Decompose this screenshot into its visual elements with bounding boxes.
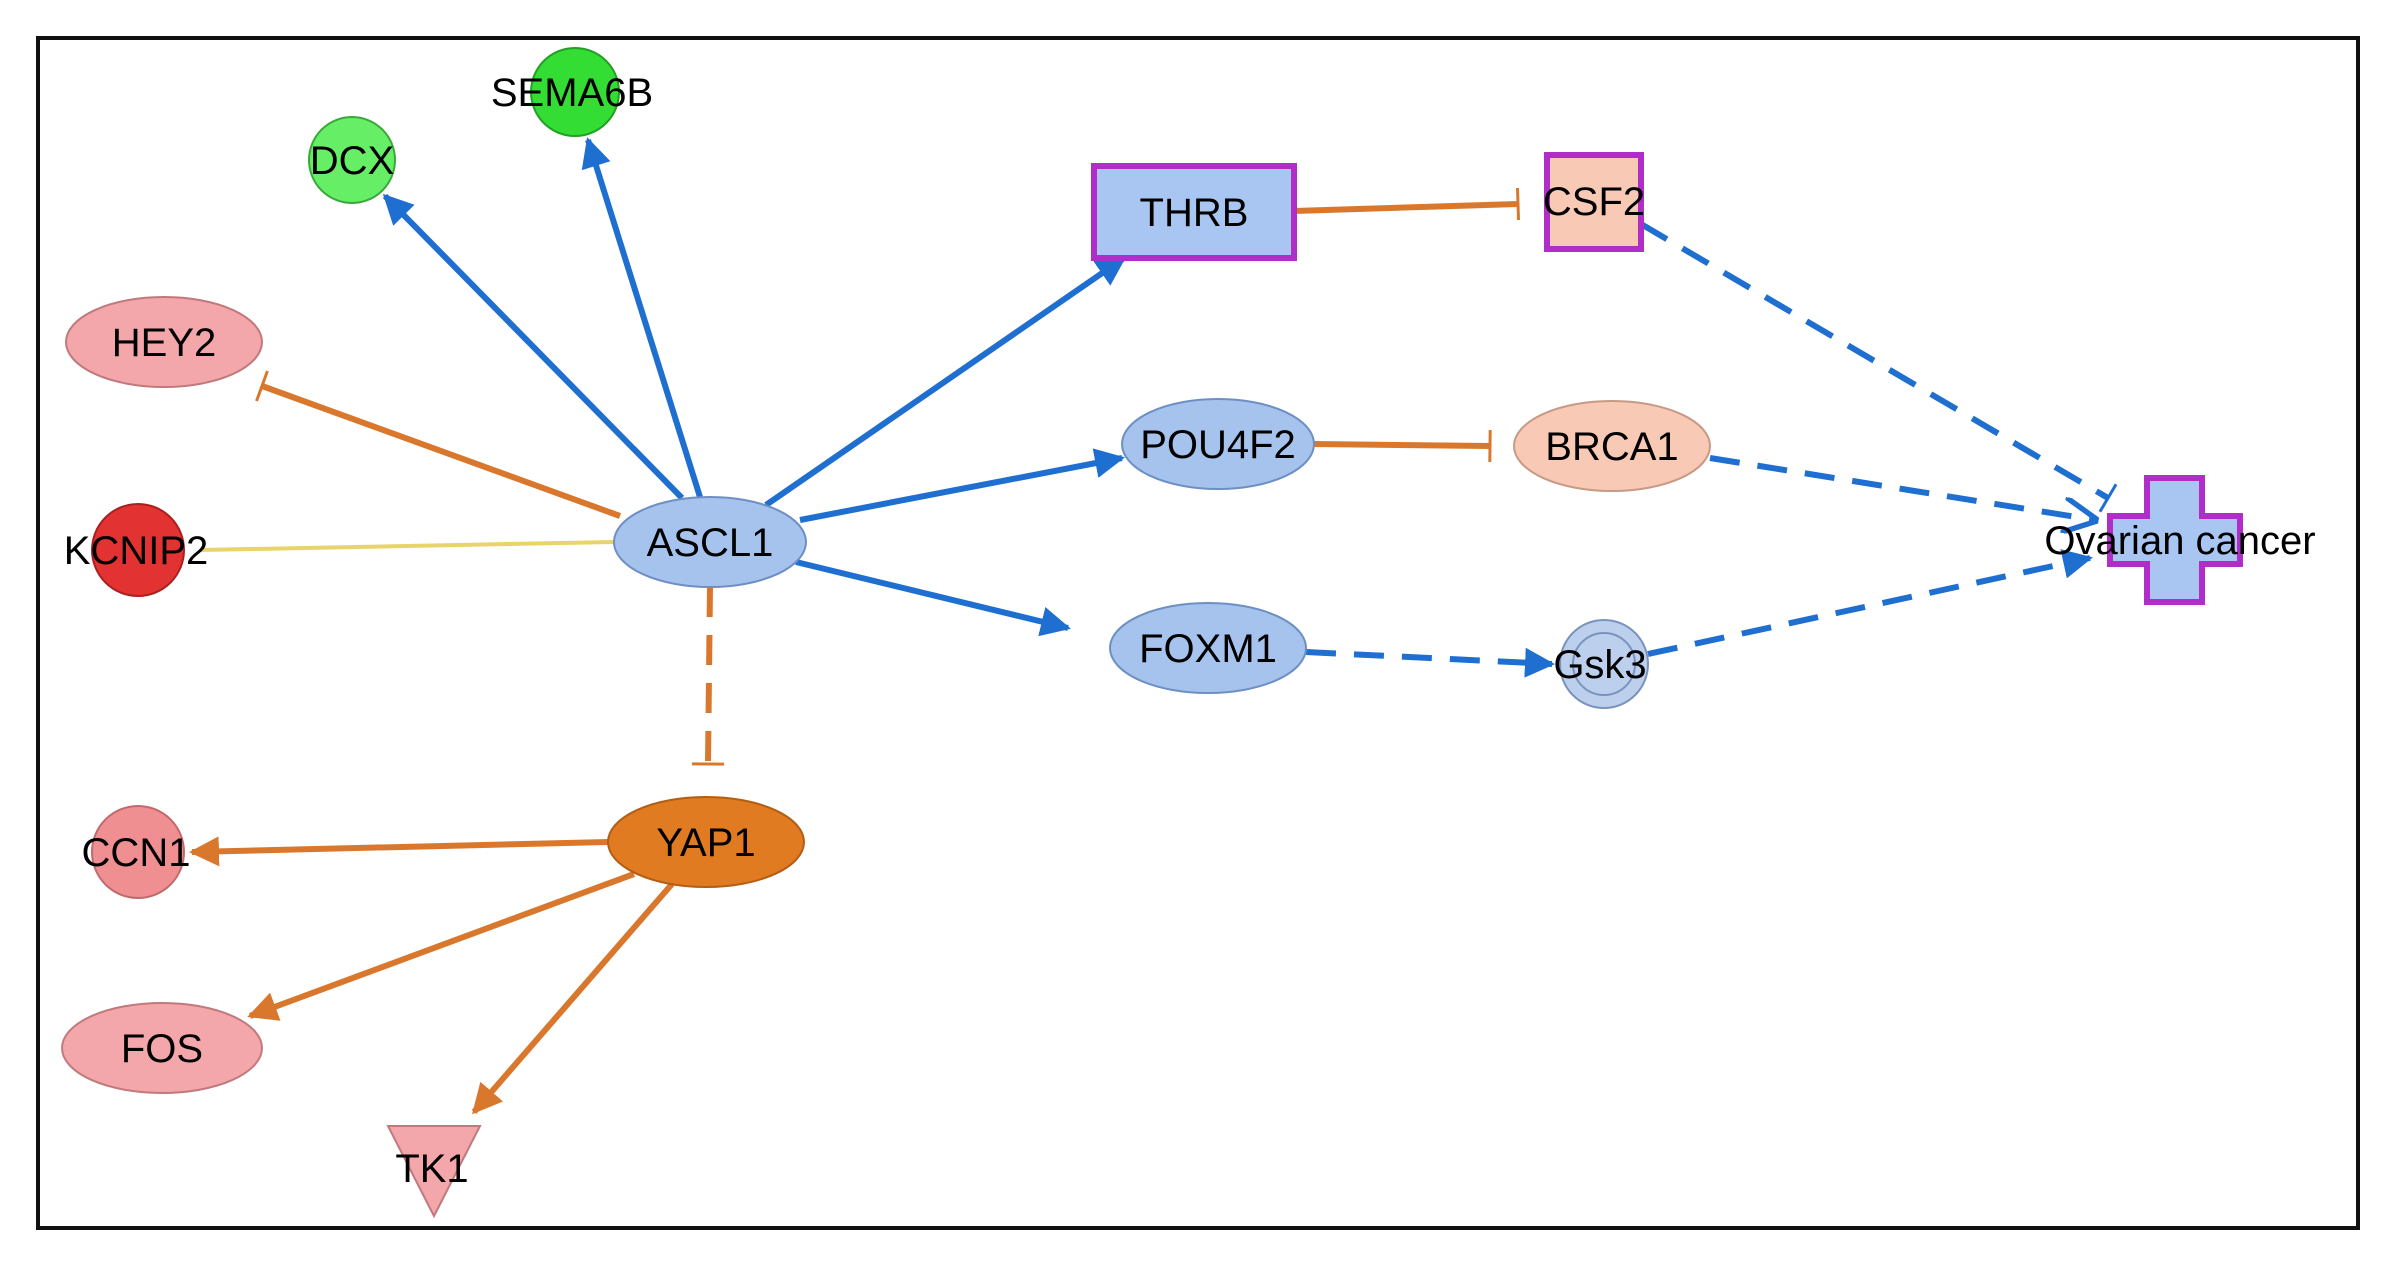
node-gsk3-label: Gsk3 bbox=[1553, 643, 1646, 687]
node-yap1[interactable]: YAP1 bbox=[608, 797, 804, 887]
edge-pou4f2-to-brca1[interactable] bbox=[1314, 444, 1490, 446]
node-ccn1-label: CCN1 bbox=[82, 831, 191, 875]
node-tk1-label: TK1 bbox=[395, 1147, 468, 1191]
node-dcx[interactable]: DCX bbox=[309, 117, 395, 203]
node-pou4f2[interactable]: POU4F2 bbox=[1122, 399, 1314, 489]
node-thrb-label: THRB bbox=[1140, 191, 1249, 235]
node-brca1[interactable]: BRCA1 bbox=[1514, 401, 1710, 491]
node-hey2-label: HEY2 bbox=[112, 321, 217, 365]
node-pou4f2-label: POU4F2 bbox=[1140, 423, 1296, 467]
node-ovarian-cancer-label: Ovarian cancer bbox=[2044, 519, 2315, 563]
node-csf2-label: CSF2 bbox=[1543, 180, 1645, 224]
node-fos-label: FOS bbox=[121, 1027, 203, 1071]
node-dcx-label: DCX bbox=[310, 139, 394, 183]
node-ascl1[interactable]: ASCL1 bbox=[614, 497, 806, 587]
inhibition-bar-csf2 bbox=[1518, 188, 1519, 220]
node-sema6b-label: SEMA6B bbox=[491, 71, 653, 115]
node-thrb[interactable]: THRB bbox=[1094, 166, 1294, 258]
node-brca1-label: BRCA1 bbox=[1545, 425, 1678, 469]
node-yap1-label: YAP1 bbox=[656, 821, 755, 865]
node-foxm1-label: FOXM1 bbox=[1139, 627, 1277, 671]
node-hey2[interactable]: HEY2 bbox=[66, 297, 262, 387]
node-foxm1[interactable]: FOXM1 bbox=[1110, 603, 1306, 693]
node-fos[interactable]: FOS bbox=[62, 1003, 262, 1093]
node-csf2[interactable]: CSF2 bbox=[1543, 155, 1645, 249]
node-kcnip2-label: KCNIP2 bbox=[64, 529, 209, 573]
node-ascl1-label: ASCL1 bbox=[647, 521, 774, 565]
